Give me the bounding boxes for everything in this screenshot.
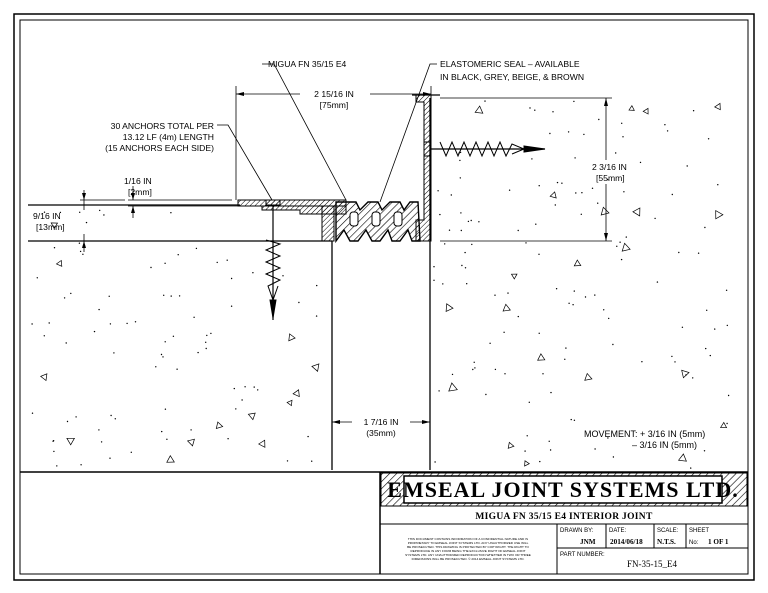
svg-text:SYSTEMS LTD. ANY UNAUTHORIZED: SYSTEMS LTD. ANY UNAUTHORIZED REPRODUCTI… (405, 553, 531, 557)
lip-dimension-in: 1/16 IN (124, 176, 152, 186)
width-dimension-in: 2 15/16 IN (314, 89, 354, 99)
substrate-outline (28, 98, 431, 470)
seal-label-line1: ELASTOMERIC SEAL – AVAILABLE (440, 59, 580, 69)
movement-minus: – 3/16 IN (5mm) (632, 440, 697, 450)
gap-dimension-mm: (35mm) (366, 428, 396, 438)
concrete-stipple (31, 100, 730, 469)
depth-dimension-in: 9/16 IN (33, 211, 61, 221)
sheet-label: SHEET (689, 528, 709, 534)
scale-value: N.T.S. (657, 538, 676, 546)
drawn-by-value: JNM (580, 538, 596, 546)
lip-dimension-mm: [2mm] (128, 187, 152, 197)
svg-text:THIS DOCUMENT CONTAINS INFORMA: THIS DOCUMENT CONTAINS INFORMATION OF A … (408, 537, 528, 541)
svg-text:REPRODUCE IN ANY FORM BEING TH: REPRODUCE IN ANY FORM BEING THE EXCLUSIV… (410, 549, 525, 553)
part-number-value: FN-35-15_E4 (627, 559, 677, 569)
height-dimension-in: 2 3/16 IN (592, 162, 627, 172)
left-cover-flange (237, 199, 347, 207)
date-value: 2014/06/18 (610, 538, 643, 546)
depth-dimension-mm: [13mm] (36, 222, 65, 232)
part-number-label: PART NUMBER: (560, 552, 605, 558)
gap-dimension-in: 1 7/16 IN (364, 417, 399, 427)
anchors-label-line2: 13.12 LF (4m) LENGTH (123, 132, 214, 142)
company-name: EMSEAL JOINT SYSTEMS LTD. (387, 477, 738, 502)
date-label: DATE: (609, 528, 627, 534)
anchors-label-line3: (15 ANCHORS EACH SIDE) (105, 143, 214, 153)
svg-text:DIMENSIONS WILL BE PROSECUTED.: DIMENSIONS WILL BE PROSECUTED. © 2014 EM… (412, 557, 525, 561)
sheet-no-label: No: (689, 540, 699, 546)
movement-label: MOVEMENT: (584, 429, 638, 439)
sheet-value: 1 OF 1 (708, 538, 729, 546)
width-dimension-mm: [75mm] (320, 100, 349, 110)
height-dimension-mm: [55mm] (596, 173, 625, 183)
drawn-by-label: DRAWN BY: (560, 528, 594, 534)
movement-plus: + 3/16 IN (5mm) (640, 429, 705, 439)
left-frame-leg (321, 205, 335, 242)
callout-labels: MIGUA FN 35/15 E4 ELASTOMERIC SEAL – AVA… (33, 59, 705, 450)
outer-border (13, 13, 755, 581)
seal-pockets (349, 211, 403, 227)
title-block: EMSEAL JOINT SYSTEMS LTD. MIGUA FN 35/15… (380, 472, 748, 574)
svg-text:BE PROSECUTED. THIS DRAWING IS: BE PROSECUTED. THIS DRAWING IS PROTECTED… (407, 545, 529, 549)
leader-lines (217, 63, 437, 203)
dimension-lines (80, 86, 612, 430)
anchors-label-line1: 30 ANCHORS TOTAL PER (111, 121, 214, 131)
left-anchor (264, 199, 282, 320)
dimension-arrows (82, 92, 608, 424)
company-banner-box (403, 475, 723, 504)
legal-notice: THIS DOCUMENT CONTAINS INFORMATION OF A … (405, 537, 531, 561)
drawing-title: MIGUA FN 35/15 E4 INTERIOR JOINT (475, 512, 653, 522)
svg-text:PROPRIETARY TO EMSEAL JOINT SY: PROPRIETARY TO EMSEAL JOINT SYSTEMS LTD.… (408, 541, 529, 545)
product-label: MIGUA FN 35/15 E4 (268, 59, 347, 69)
scale-label: SCALE: (657, 528, 679, 534)
inner-border (19, 19, 749, 575)
joint-section-drawing: MIGUA FN 35/15 E4 ELASTOMERIC SEAL – AVA… (28, 59, 730, 470)
right-anchor (423, 140, 546, 158)
seal-label-line2: IN BLACK, GREY, BEIGE, & BROWN (440, 72, 584, 82)
